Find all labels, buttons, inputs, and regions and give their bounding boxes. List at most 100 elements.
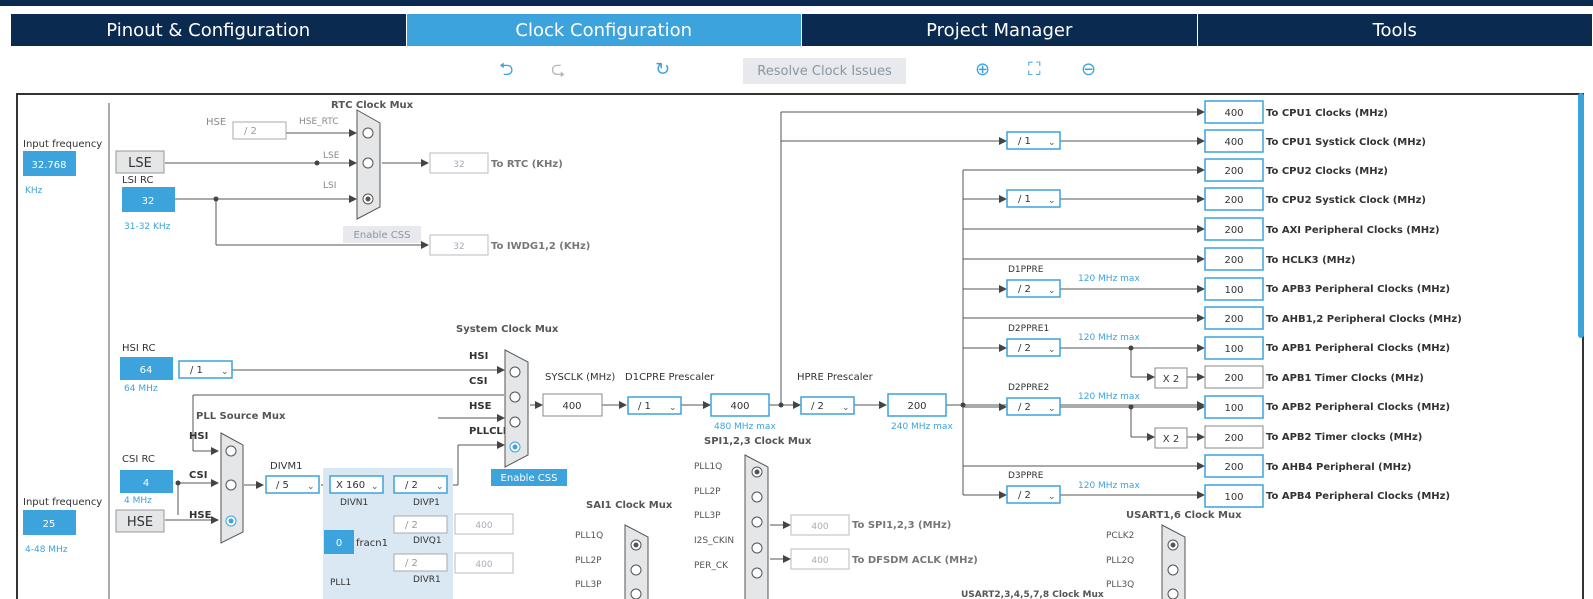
cpu1-systick-value: 400 (1224, 137, 1243, 148)
zoom-out-icon[interactable]: ⊖ (1081, 59, 1097, 80)
apb1-timer-box (1204, 365, 1264, 389)
rtc-enable-css-label: Enable CSS (354, 230, 411, 241)
hpre-value: / 2 (811, 401, 824, 412)
cpu2-systick-value: 200 (1224, 195, 1243, 206)
tab-clock-configuration[interactable]: Clock Configuration (406, 14, 802, 46)
hsi-div-select[interactable] (178, 360, 233, 379)
sys-pllclk-label: PLLCLK (469, 426, 512, 437)
hpre-select[interactable] (800, 396, 855, 415)
tab-pinout[interactable]: Pinout & Configuration (11, 14, 407, 46)
apb2-timer-label: To APB2 Timer clocks (MHz) (1266, 432, 1422, 443)
rtc-lse-label: LSE (323, 151, 340, 161)
chevron-down-icon: ⌄ (1048, 286, 1056, 296)
rtc-output-label: To RTC (KHz) (491, 159, 563, 170)
usart-mux-title: USART2,3,4,5,7,8 Clock Mux (961, 590, 1104, 599)
apb3-value: 100 (1224, 285, 1243, 296)
cpu1-clock-value: 400 (1224, 108, 1243, 119)
lse-unit: KHz (25, 186, 43, 196)
hse-input-box[interactable] (23, 510, 76, 535)
lse-input-box[interactable] (23, 151, 76, 176)
tab-tools[interactable]: Tools (1197, 14, 1593, 46)
d1ppre-value: / 2 (1018, 284, 1031, 295)
divm1-select[interactable] (265, 475, 320, 494)
apb2-label: To APB2 Peripheral Clocks (MHz) (1266, 402, 1450, 413)
apb4-value: 100 (1224, 492, 1243, 503)
usart16-mux-title: USART1,6 Clock Mux (1126, 510, 1242, 521)
cpu1-systick-div: / 1 (1018, 136, 1031, 147)
cpu1-clock-label: To CPU1 Clocks (MHz) (1266, 108, 1388, 119)
d2ppre1-select[interactable] (1006, 338, 1061, 357)
apb1-timer-mult-value: X 2 (1163, 374, 1179, 385)
sys-enable-css-button[interactable] (491, 469, 567, 486)
usart16-clock-mux[interactable] (1161, 524, 1186, 599)
usart16-in3: PLL3Q (1106, 580, 1134, 590)
ahb12-label: To AHB1,2 Peripheral Clocks (MHz) (1266, 314, 1462, 325)
vertical-scrollbar[interactable] (1578, 93, 1584, 338)
chevron-down-icon: ⌄ (1048, 404, 1056, 414)
apb3-label: To APB3 Peripheral Clocks (MHz) (1266, 284, 1450, 295)
cpu-clock-max: 480 MHz max (714, 422, 776, 432)
sys-hse-label: HSE (469, 401, 492, 412)
cpu-clock-box (710, 393, 770, 417)
cpu1-systick-div-select[interactable] (1006, 131, 1061, 150)
chevron-down-icon: ⌄ (1048, 196, 1056, 206)
csi-freq: 4 MHz (124, 496, 152, 506)
cpu1-systick-label: To CPU1 Systick Clock (MHz) (1266, 137, 1426, 148)
sai-in1: PLL1Q (575, 531, 603, 541)
system-clock-mux[interactable] (504, 349, 529, 468)
zoom-in-icon[interactable]: ⊕ (975, 59, 991, 80)
refresh-icon[interactable]: ↻ (655, 59, 671, 80)
undo-icon[interactable]: ⮌ (499, 59, 514, 80)
rtc-enable-css-button[interactable] (343, 226, 421, 243)
divp1-select[interactable] (393, 475, 448, 494)
d1cpre-select[interactable] (627, 396, 682, 415)
apb1-timer-label: To APB1 Timer Clocks (MHz) (1266, 373, 1424, 384)
sai1-clock-mux[interactable] (624, 524, 649, 599)
top-strip (0, 0, 1593, 6)
fracn1-box[interactable] (324, 530, 354, 554)
d1ppre-select[interactable] (1006, 279, 1061, 298)
ahb4-value: 200 (1224, 462, 1243, 473)
hclk3-label: To HCLK3 (MHz) (1266, 255, 1355, 266)
rtc-hse-div-value: / 2 (244, 126, 257, 137)
spi-output-label: To SPI1,2,3 (MHz) (852, 520, 951, 531)
divr1-select[interactable] (393, 553, 448, 572)
spi-in2: PLL2P (694, 487, 721, 497)
pll-src-hse-label: HSE (189, 510, 212, 521)
hpre-label: HPRE Prescaler (797, 372, 874, 383)
rtc-hse-div-select[interactable] (232, 121, 287, 140)
redo-icon[interactable]: ⮎ (551, 59, 566, 80)
apb1-box (1204, 336, 1264, 360)
cpu2-systick-div-select[interactable] (1006, 189, 1061, 208)
chevron-down-icon: ⌄ (842, 403, 850, 413)
lsi-label: LSI RC (122, 175, 153, 186)
ahb12-value: 200 (1224, 314, 1243, 325)
rtc-lsi-label: LSI (323, 181, 336, 191)
lsi-range: 31-32 KHz (124, 222, 171, 232)
cpu2-systick-div: / 1 (1018, 194, 1031, 205)
chevron-down-icon: ⌄ (221, 367, 229, 377)
iwdg-output-box (429, 234, 489, 256)
apb1-timer-mult (1154, 367, 1188, 389)
divq1-select[interactable] (393, 515, 448, 534)
sai-in2: PLL2P (575, 556, 602, 566)
chevron-down-icon: ⌄ (1048, 138, 1056, 148)
divr1-output-box (454, 552, 514, 574)
hclk3-box (1204, 247, 1264, 271)
iwdg-output-value: 32 (453, 242, 464, 252)
usart16-in1: PCLK2 (1106, 531, 1134, 541)
divn1-select[interactable] (329, 475, 384, 494)
tab-project-manager[interactable]: Project Manager (802, 14, 1198, 46)
lsi-box (122, 187, 175, 212)
d2ppre2-select[interactable] (1006, 397, 1061, 416)
apb1-max: 120 MHz max (1078, 333, 1140, 343)
hclk-max: 240 MHz max (891, 422, 953, 432)
resolve-clock-issues-button[interactable]: Resolve Clock Issues (743, 58, 906, 84)
d3ppre-select[interactable] (1006, 485, 1061, 504)
toolbar: ⮌ ⮎ ↻ ⊕ ⛶ ⊖ (0, 56, 1593, 86)
pll-source-mux-title: PLL Source Mux (196, 411, 286, 422)
fit-icon[interactable]: ⛶ (1028, 59, 1041, 80)
sai-in3: PLL3P (575, 580, 602, 590)
apb2-timer-box (1204, 425, 1264, 449)
spi-mux-title: SPI1,2,3 Clock Mux (704, 436, 812, 447)
